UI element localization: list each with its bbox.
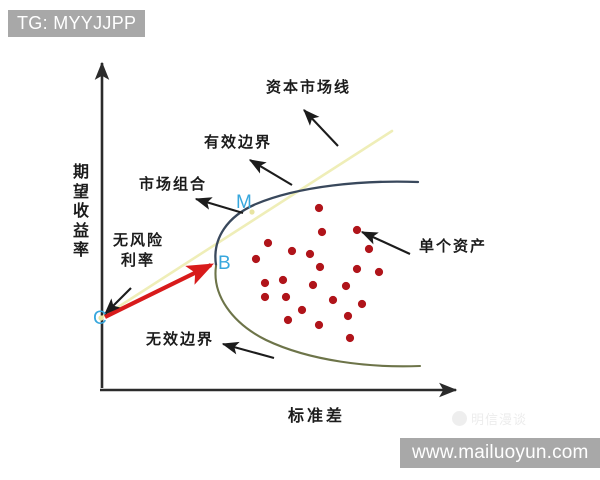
individual-asset-points [251,203,384,343]
market-portfolio-pointer-arrow [194,197,244,215]
asset-point [357,299,367,309]
capital-market-line [99,129,394,320]
point-label-c: C [93,308,107,329]
website-url-banner: www.mailuoyun.com [400,438,600,468]
point-label-b: B [218,253,231,274]
asset-point [287,246,297,256]
asset-point [297,305,307,315]
website-url-text: www.mailuoyun.com [412,442,589,463]
asset-point [352,225,362,235]
asset-point [278,275,288,285]
asset-point [317,227,327,237]
asset-point [283,315,293,325]
asset-point [341,281,351,291]
cml-pointer-arrow [303,109,339,147]
telegram-handle-banner: TG: MYYJJPP [8,10,146,37]
asset-point [364,244,374,254]
weibo-watermark-text: 明信漫谈 [471,412,528,427]
asset-point [352,264,362,274]
label-risk-free-rate-line2: 利率 [121,253,156,270]
risk-free-rate-pointer-arrow [104,287,132,315]
weibo-logo-icon [452,411,467,426]
inefficient-frontier-pointer-arrow [221,341,275,360]
asset-point [314,203,324,213]
efficient-frontier-pointer-arrow [248,159,293,186]
point-label-m: M [236,192,252,213]
label-inefficient-frontier: 无效边界 [146,332,215,348]
asset-point [260,292,270,302]
x-axis-label: 标准差 [288,408,346,425]
asset-point [281,292,291,302]
asset-point [328,295,338,305]
asset-point [308,280,318,290]
asset-point [374,267,384,277]
asset-point [251,254,261,264]
label-individual-assets: 单个资产 [419,239,488,255]
inefficient-frontier-curve [214,264,422,368]
tangency-point-marker [249,209,255,215]
asset-point [305,249,315,259]
label-risk-free-rate-line1: 无风险 [113,233,165,249]
asset-point [343,311,353,321]
efficient-frontier-curve [214,180,420,267]
asset-point [260,278,270,288]
y-axis-label: 期望收益率 [72,164,89,260]
individual-assets-pointer-arrow [360,231,411,255]
weibo-watermark: 明信漫谈 [452,409,527,428]
label-capital-market-line: 资本市场线 [266,80,352,96]
asset-point [263,238,273,248]
asset-point [315,262,325,272]
label-risk-free-rate: 无风险 利率 [113,231,164,272]
label-market-portfolio: 市场组合 [139,177,208,193]
telegram-handle-text: TG: MYYJJPP [17,13,137,33]
risk-free-point-marker [98,315,104,321]
axis-group [94,61,458,398]
asset-point [314,320,324,330]
risk-free-to-b-arrow [104,263,215,319]
label-efficient-frontier: 有效边界 [204,135,273,151]
asset-point [345,333,355,343]
